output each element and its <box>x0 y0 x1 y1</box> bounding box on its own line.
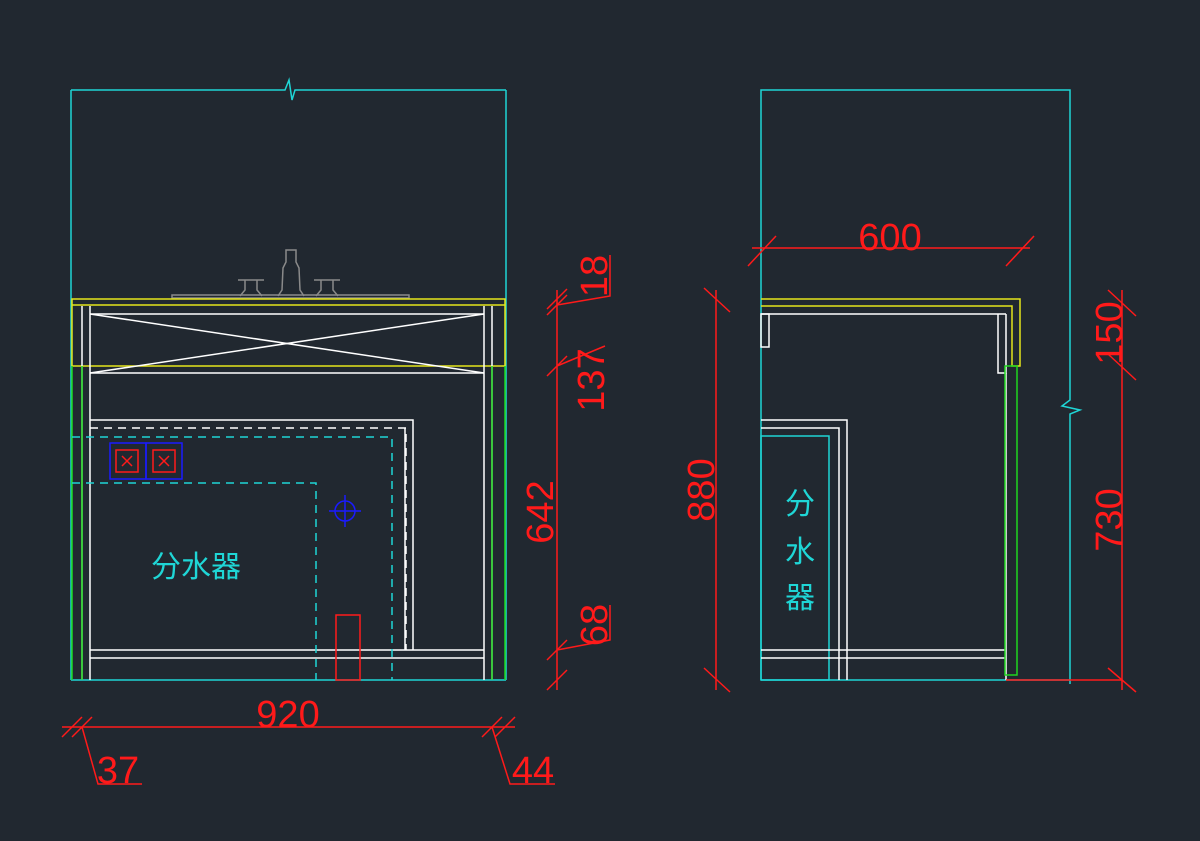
dim-depth: 600 <box>858 217 921 259</box>
drain-outline <box>335 614 361 681</box>
dim-upper: 137 <box>571 348 613 411</box>
side-panel <box>1004 365 1018 676</box>
front-view <box>70 77 507 681</box>
dim-right-side: 44 <box>512 750 554 792</box>
dim-bottom: 68 <box>574 604 616 646</box>
side-dimensions <box>703 235 1137 693</box>
dim-left-side: 37 <box>97 750 139 792</box>
side-cabinet <box>760 313 1007 680</box>
side-label-char: 器 <box>785 581 815 616</box>
cabinet-frame <box>81 306 493 680</box>
faucet-icon <box>171 249 410 299</box>
side-countertop <box>761 298 1021 367</box>
dim-width: 920 <box>256 694 319 736</box>
dim-middle: 642 <box>520 480 562 543</box>
socket-icon <box>109 442 183 480</box>
target-icon <box>329 495 361 527</box>
side-label-char: 水 <box>785 535 815 570</box>
dim-side-lower: 730 <box>1089 488 1131 551</box>
dim-side-top: 150 <box>1089 301 1131 364</box>
front-dimensions <box>61 255 611 785</box>
hidden-lines <box>72 436 393 680</box>
side-panels <box>71 366 506 680</box>
countertop <box>71 298 506 367</box>
side-label-char: 分 <box>785 487 815 522</box>
dim-top: 18 <box>574 255 616 297</box>
side-view <box>760 89 1083 684</box>
dim-height: 880 <box>681 458 723 521</box>
front-label: 分水器 <box>151 550 241 585</box>
wall-outline <box>70 77 507 681</box>
side-label: 分 水 器 <box>785 487 815 616</box>
